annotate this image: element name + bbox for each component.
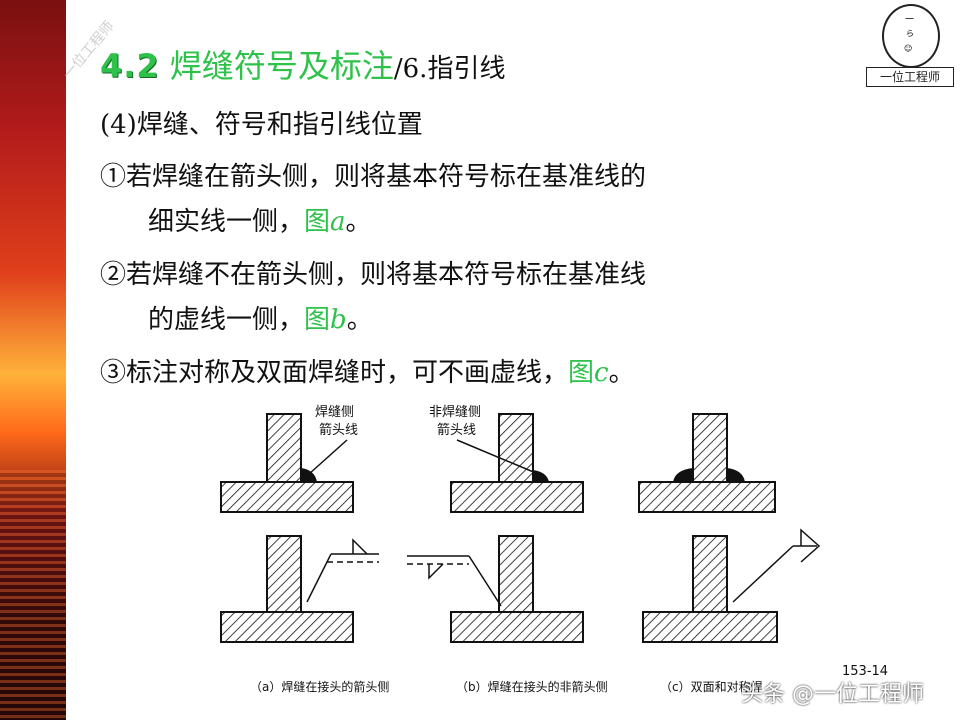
item-2-text: ②若焊缝不在箭头侧，则将基本符号标在基准线	[100, 260, 647, 290]
weld-figure: 焊缝侧 箭头线 非焊缝侧 箭头线	[207, 392, 839, 702]
plate-c-top	[692, 413, 728, 483]
title-number: 4.2	[100, 47, 160, 85]
item-2-figletter: b	[330, 305, 347, 335]
weld-bead-c-left	[673, 468, 693, 482]
weld-bead-c-right	[727, 468, 745, 482]
title-text: 焊缝符号及标注	[169, 47, 394, 85]
logo: 一 ら ☺ 一位工程师	[866, 4, 954, 87]
arrow-b2	[468, 555, 502, 607]
arrow-c2	[732, 545, 794, 603]
logo-glyph-2: ら	[906, 29, 914, 38]
logo-emblem: 一 ら ☺	[882, 4, 940, 68]
plate-b-bottom	[450, 481, 584, 513]
plate-a-bottom	[220, 481, 354, 513]
plate-c-bottom	[638, 481, 776, 513]
item-1-fig: 图	[304, 207, 331, 237]
label-b2: 箭头线	[437, 422, 476, 438]
item-2-end: 。	[346, 305, 373, 335]
plate-a-top	[266, 413, 302, 483]
slide-title: 4.2 焊缝符号及标注/6.指引线	[100, 44, 505, 91]
item-3-text: ③标注对称及双面焊缝时，可不画虚线，图c。	[100, 356, 635, 390]
weld-bead-b	[533, 470, 549, 482]
plate-b-top	[498, 413, 534, 483]
symbol-a2	[352, 538, 368, 555]
item-1-end: 。	[345, 207, 372, 237]
plate-a2-bottom	[220, 611, 354, 643]
caption-b: （b）焊缝在接头的非箭头侧	[456, 680, 608, 694]
plate-b2-bottom	[450, 611, 584, 643]
plate-c2-bottom	[642, 611, 778, 643]
leader-a	[308, 439, 348, 475]
item-3-figletter: c	[594, 358, 609, 388]
credit-watermark: 头条 @一位工程师	[741, 682, 924, 707]
weld-diagram: 焊缝侧 箭头线 非焊缝侧 箭头线	[220, 404, 821, 643]
decorative-sunset-sidebar	[0, 0, 66, 720]
caption-a: （a）焊缝在接头的箭头侧	[250, 680, 390, 694]
plate-c2-top	[692, 535, 728, 613]
caption-c: （c）双面和对称焊	[660, 680, 763, 694]
leader-b	[456, 439, 544, 477]
plate-a2-top	[266, 535, 302, 613]
plate-b2-top	[498, 535, 534, 613]
item-1-text: ①若焊缝在箭头侧，则将基本符号标在基准线的	[100, 162, 647, 192]
label-a1: 焊缝侧	[315, 404, 354, 420]
title-rest: /6.指引线	[393, 54, 506, 84]
symbol-c2	[800, 528, 821, 563]
item-2-cont: 的虚线一侧，图b。	[148, 303, 373, 337]
symbol-b2	[428, 563, 444, 580]
item-2-fig: 图	[304, 305, 331, 335]
label-a2: 箭头线	[319, 422, 358, 438]
logo-glyph-3: ☺	[904, 44, 913, 53]
label-b1: 非焊缝侧	[429, 404, 481, 420]
item-3-fig: 图	[568, 358, 595, 388]
item-3-end: 。	[608, 358, 635, 388]
logo-caption: 一位工程师	[866, 67, 954, 87]
subtitle: (4)焊缝、符号和指引线位置	[100, 110, 423, 140]
item-1-figletter: a	[330, 207, 346, 237]
item-3-body: ③标注对称及双面焊缝时，可不画虚线，	[100, 358, 569, 388]
item-1-cont: 细实线一侧，图a。	[148, 205, 372, 239]
item-1-cont-text: 细实线一侧，	[148, 207, 305, 237]
logo-glyph-1: 一	[905, 15, 915, 25]
item-2-cont-text: 的虚线一侧，	[148, 305, 305, 335]
arrow-a2	[306, 553, 332, 603]
weld-bead-a	[301, 468, 317, 482]
page-number: 153-14	[842, 664, 889, 679]
